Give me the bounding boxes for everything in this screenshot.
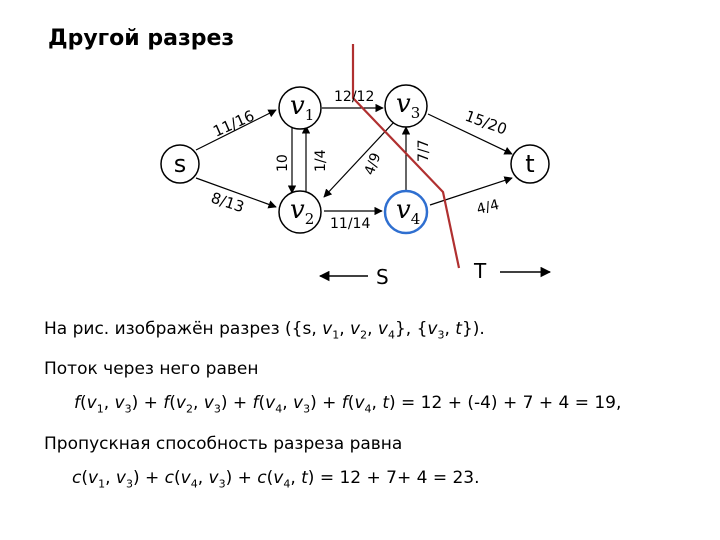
node-t: t: [510, 144, 550, 184]
edge-label-v4-t: 4/4: [475, 197, 501, 218]
side-label-T: T: [473, 259, 487, 283]
svg-text:v3: v3: [396, 89, 420, 122]
node-v1: v1: [278, 86, 322, 130]
node-v3: v3: [384, 84, 428, 128]
svg-text:v4: v4: [396, 195, 420, 228]
text-line-3: f(v1, v3) + f(v2, v3) + f(v4, v3) + f(v4…: [74, 393, 622, 416]
edge-label-v2-v1: 1/4: [313, 149, 329, 172]
cut-line: [351, 44, 461, 269]
edge-label-s-v1: 11/16: [210, 107, 257, 141]
node-t-label: t: [525, 150, 534, 178]
edge-label-v4-v3: 7/7: [416, 139, 432, 162]
node-v4: v4: [383, 189, 429, 235]
edge-label-v1-v3: 12/12: [334, 89, 374, 105]
edge-v3-v2: [323, 121, 395, 198]
edge-v3-t: [427, 113, 513, 155]
edge-label-v1-v2: 10: [275, 154, 291, 172]
side-label-S: S: [376, 265, 389, 289]
text-line-4: Пропускная способность разреза равна: [44, 433, 403, 454]
svg-text:v1: v1: [290, 91, 314, 124]
edge-s-v2: [195, 177, 277, 209]
node-s-label: s: [174, 150, 187, 178]
edge-label-v2-v4: 11/14: [330, 216, 370, 232]
edge-label-v3-v2: 4/9: [362, 151, 385, 178]
edge-label-s-v2: 8/13: [209, 189, 247, 217]
text-line-1: На рис. изображён разрез ({s, v1, v2, v4…: [44, 319, 485, 342]
svg-text:v2: v2: [290, 195, 314, 228]
explanation-text: На рис. изображён разрез ({s, v1, v2, v4…: [44, 312, 704, 501]
text-line-2: Поток через него равен: [44, 359, 259, 380]
slide-title: Другой разрез: [48, 26, 235, 51]
flow-network-diagram: s v1 v2 v3 v4 t 11/16 8/13 10 1/4 12/12 …: [160, 44, 552, 289]
edge-s-v1: [195, 109, 277, 151]
text-line-5: c(v1, v3) + c(v4, v3) + c(v4, t) = 12 + …: [72, 467, 480, 491]
node-v2: v2: [278, 190, 322, 234]
node-s: s: [160, 144, 200, 184]
